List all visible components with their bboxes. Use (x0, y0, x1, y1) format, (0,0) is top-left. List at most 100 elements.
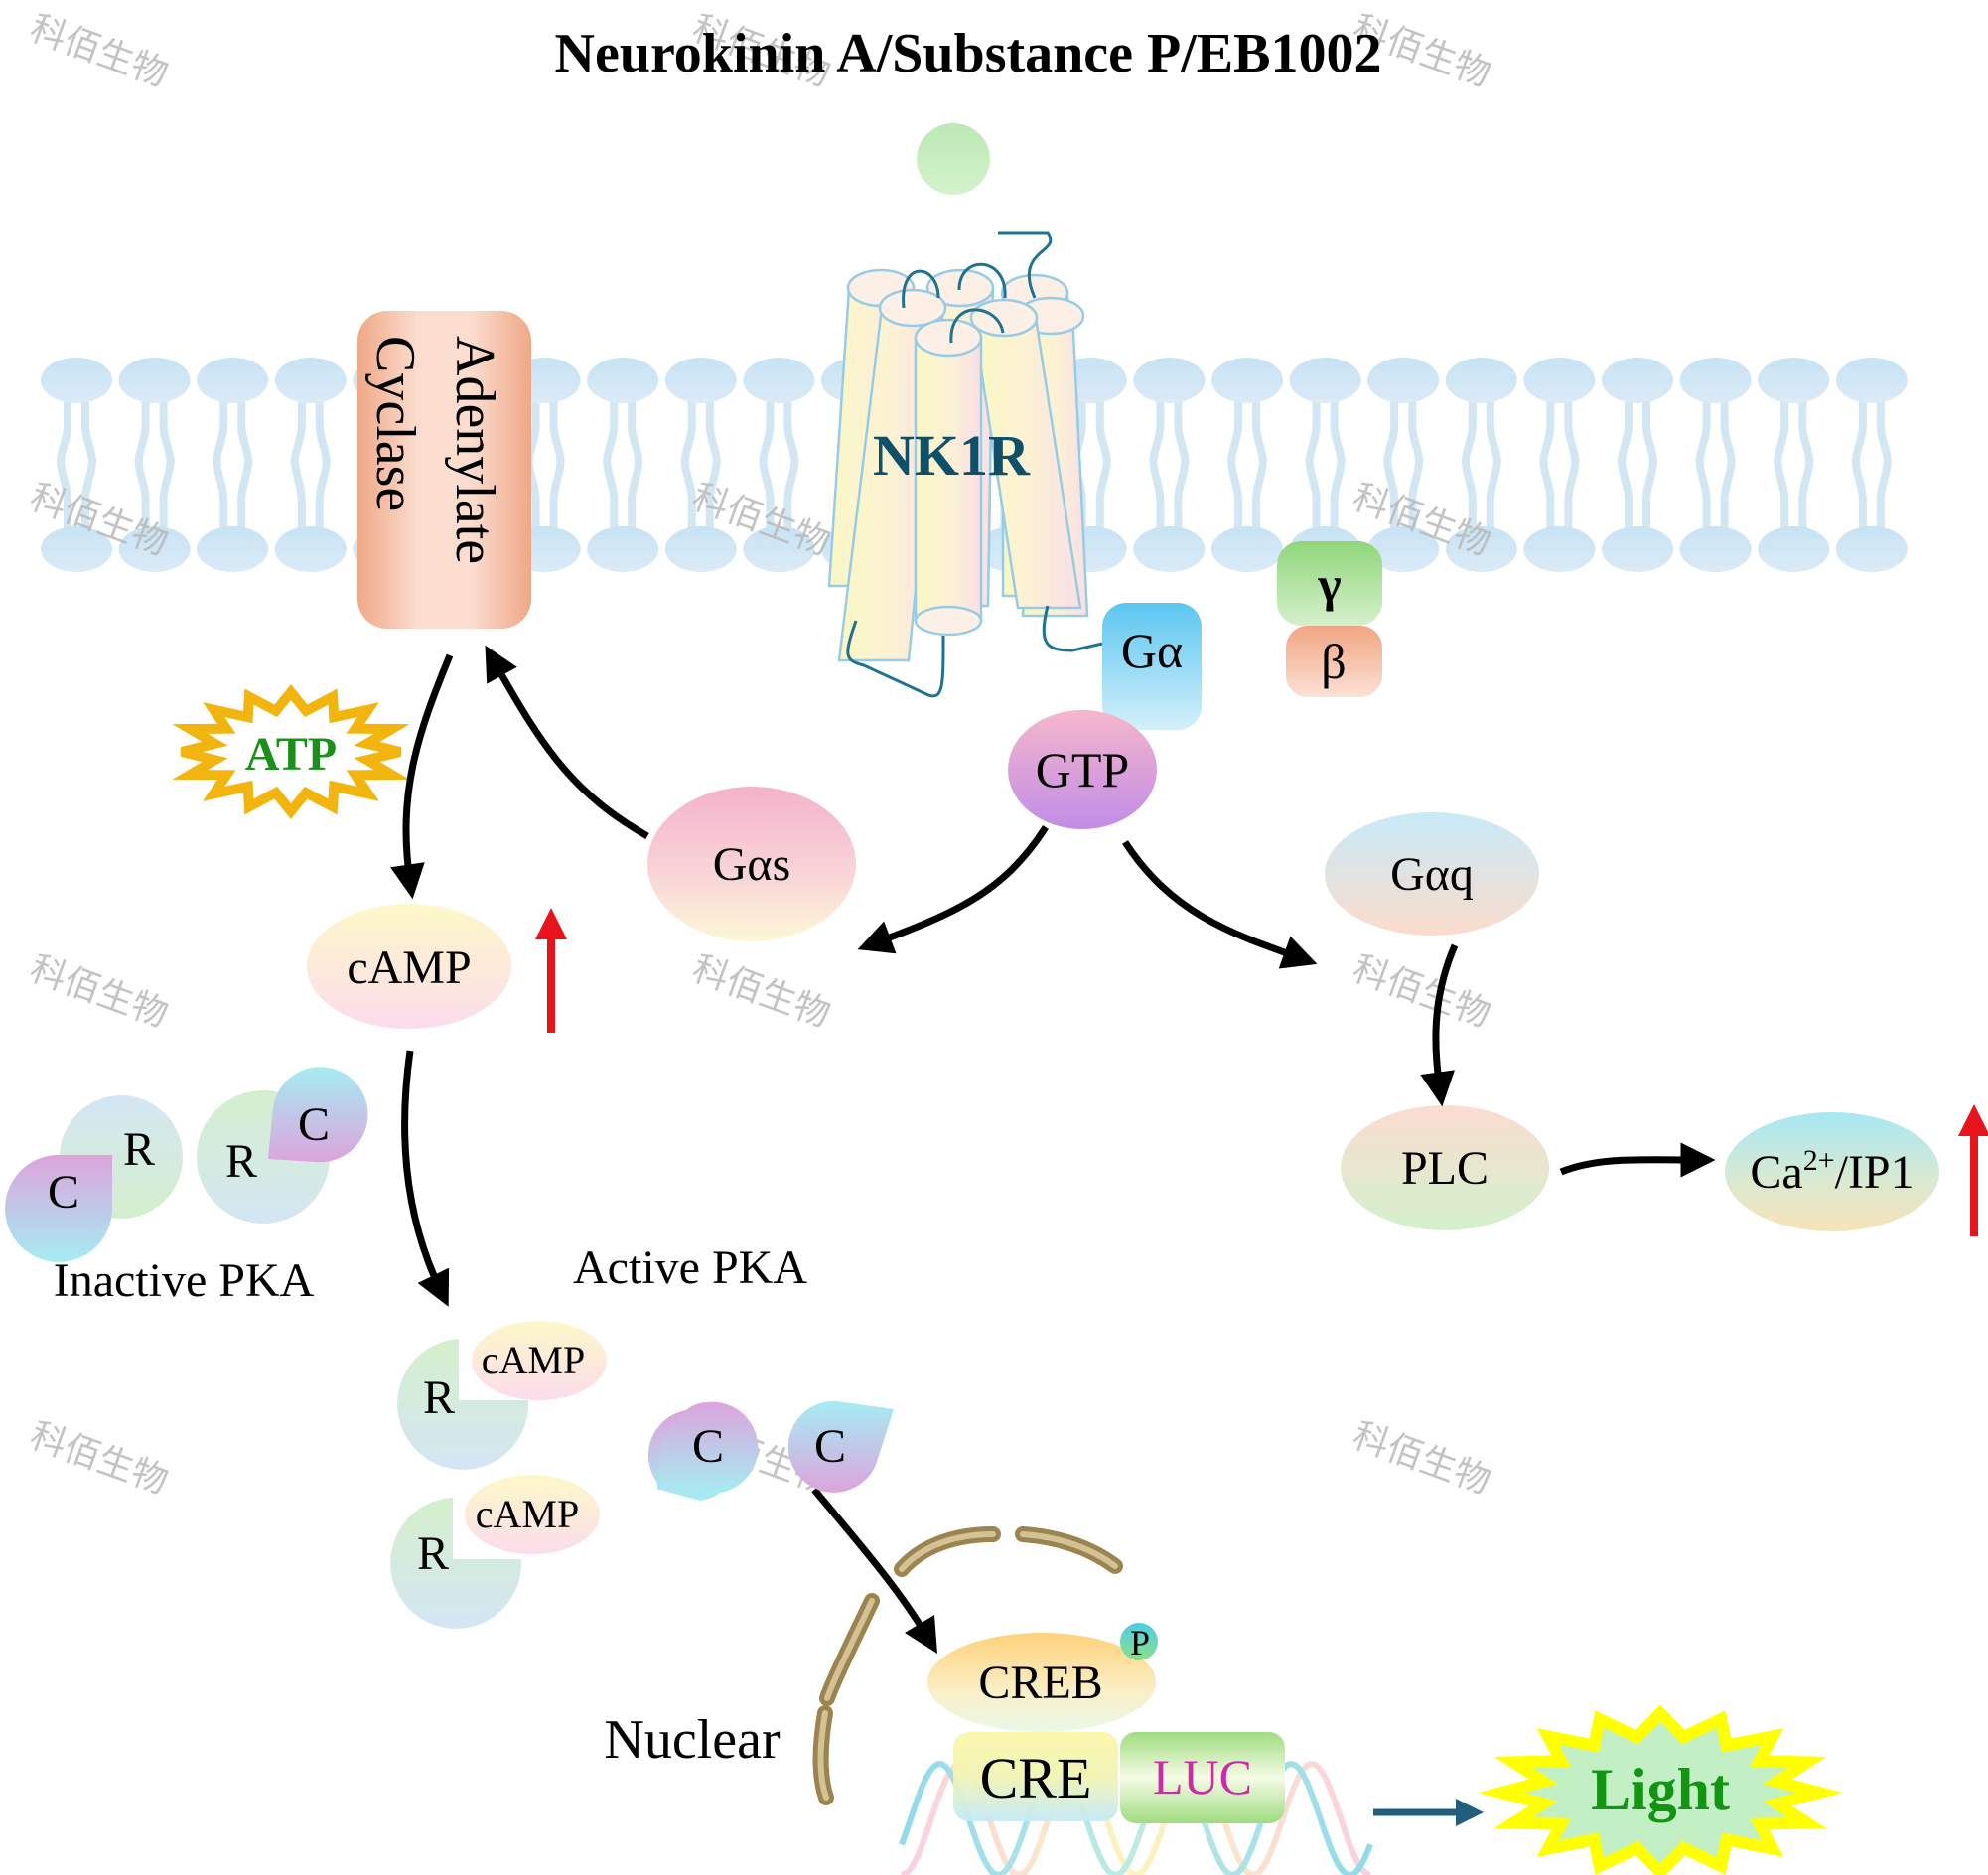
adenylate-cyclase: Adenylate Cyclase (357, 311, 531, 629)
lipid-head (274, 526, 347, 572)
lipid (1133, 358, 1206, 572)
lipid-head (1367, 358, 1440, 403)
g-gamma-label: γ (1317, 556, 1341, 612)
lipid-tail (81, 396, 96, 466)
arrow-gtp-to-gas (857, 825, 1049, 954)
ca-superscript: 2+ (1803, 1144, 1835, 1177)
lipid-tail (628, 396, 643, 466)
lipid-head (41, 358, 112, 403)
pka-r-label: R (123, 1123, 155, 1176)
active-pka-r-camp-2: R cAMP (390, 1475, 600, 1629)
lipid-tail (1095, 456, 1111, 533)
lipid-tail (1774, 396, 1789, 466)
lipid-head (1445, 526, 1517, 572)
nk1r-receptor (827, 268, 1089, 662)
lipid (41, 358, 112, 572)
lipid-tail (1330, 396, 1346, 466)
lipid-head (118, 358, 191, 403)
adenylate-cyclase-line2: Cyclase (364, 336, 426, 511)
lipid-tail (1252, 456, 1267, 533)
watermark-text: 科佰生物 (25, 1415, 173, 1503)
lipid-tail (549, 396, 565, 466)
lipid-tail (237, 396, 253, 466)
lipid-tail (783, 456, 799, 533)
lipid (118, 358, 191, 572)
atp-node: ATP (172, 684, 410, 819)
ca-base: Ca (1750, 1146, 1802, 1199)
lipid (1758, 358, 1830, 572)
pka-camp-label: cAMP (482, 1338, 585, 1382)
lipid-head (1835, 526, 1908, 572)
lipid-tail (1461, 456, 1477, 533)
lipid-head (664, 526, 737, 572)
lipid-head (274, 358, 347, 403)
gas-label: Gαs (713, 838, 791, 891)
lipid-tail (759, 456, 775, 533)
lipid (274, 358, 347, 572)
lipid-tail (57, 456, 71, 533)
adenylate-cyclase-line1: Adenylate (444, 336, 505, 564)
g-gamma-subunit: γ (1277, 541, 1382, 626)
lipid-tail (1174, 396, 1190, 466)
lipid-tail (1095, 396, 1111, 466)
lipid (1679, 358, 1752, 572)
lipid-tail (1876, 456, 1892, 533)
arrow-c-to-creb (811, 1487, 938, 1655)
gtp-node: GTP (1008, 710, 1157, 829)
creb-label: CREB (978, 1657, 1102, 1709)
watermark-text: 科佰生物 (687, 948, 835, 1036)
lipid-head (1758, 526, 1830, 572)
lipid-head (1835, 358, 1908, 403)
lipid-tail (1618, 396, 1633, 466)
lipid-tail (603, 456, 619, 533)
free-catalytic-subunit-2: C (787, 1400, 894, 1493)
pka-c-label: C (298, 1098, 330, 1151)
gaq-node: Gαq (1325, 812, 1539, 936)
lipid-tail (1149, 456, 1165, 533)
lipid (1445, 358, 1517, 572)
lipid-tail (1774, 456, 1789, 533)
lipid-tail (1539, 456, 1555, 533)
arrow-gas-to-ac (485, 645, 649, 840)
lipid (1835, 358, 1908, 572)
lipid-tail (134, 456, 150, 533)
watermark-text: 科佰生物 (1348, 1415, 1495, 1503)
lipid-head (118, 526, 191, 572)
ca-ip1-node: Ca2+/IP1 (1725, 1112, 1939, 1231)
light-starburst-icon (1478, 1704, 1843, 1875)
lipid-head (743, 358, 815, 403)
lipid-tail (1876, 396, 1892, 466)
lipid-tail (1227, 396, 1242, 466)
lipid-tail (1720, 396, 1736, 466)
lipid-head (1523, 526, 1596, 572)
ligand-ball (917, 123, 990, 195)
arrow-plc-to-ca (1559, 1142, 1716, 1178)
g-alpha-label: Gα (1121, 623, 1183, 678)
pka-camp-label: cAMP (476, 1492, 579, 1536)
lipid-head (1211, 358, 1283, 403)
lipid-tail (237, 456, 253, 533)
lipid-tail (628, 456, 643, 533)
lipid-tail (1851, 456, 1867, 533)
lipid-head (197, 358, 269, 403)
lipid (664, 358, 737, 572)
lipid-tail (1720, 456, 1736, 533)
lipid-head (1523, 358, 1596, 403)
active-pka-r-camp-1: R cAMP (397, 1321, 607, 1470)
pka-c-label: C (814, 1420, 846, 1473)
lipid (1602, 358, 1673, 572)
lipid-head (1602, 358, 1673, 403)
nuclear-envelope (812, 1526, 1123, 1805)
lipid-head (587, 358, 659, 403)
camp-node: cAMP (307, 904, 511, 1029)
lipid-tail (290, 396, 306, 466)
lipid-tail (1330, 456, 1346, 533)
lipid-tail (1618, 456, 1633, 533)
lipid-head (1367, 526, 1440, 572)
lipid-tail (57, 396, 71, 466)
receptor-label: NK1R (873, 423, 1031, 488)
watermark-text: 科佰生物 (25, 948, 173, 1036)
lipid-head (1133, 358, 1206, 403)
pka-r-label: R (417, 1527, 449, 1580)
lipid-head (1758, 358, 1830, 403)
